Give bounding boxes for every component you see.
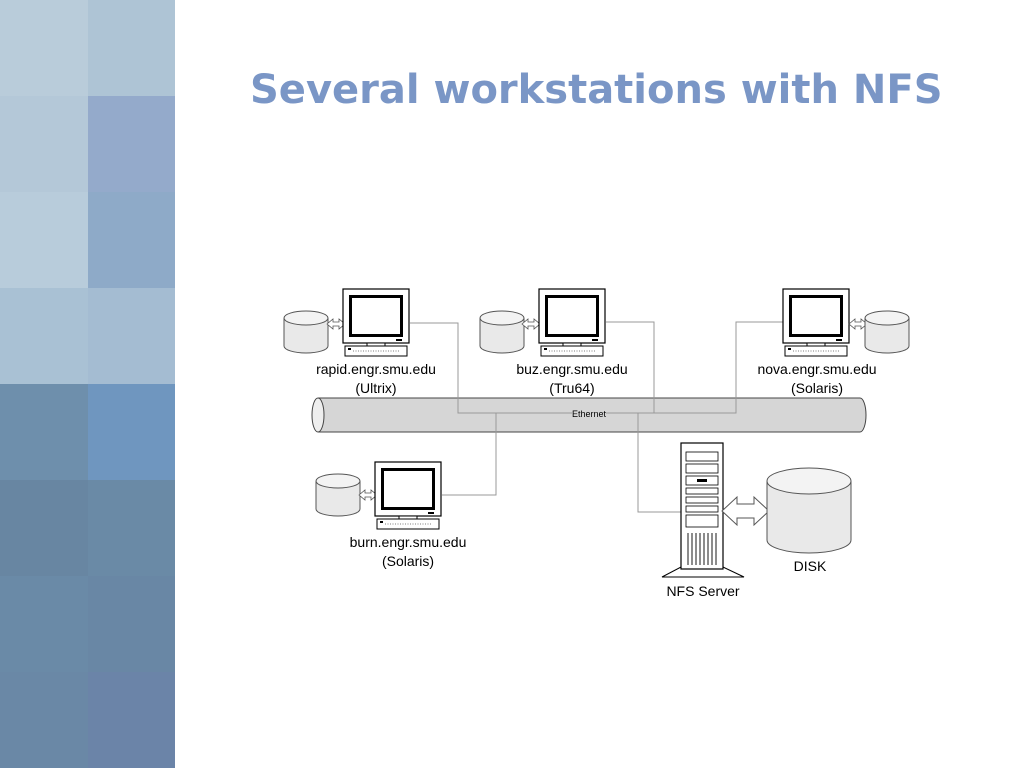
workstation-label-buz: buz.engr.smu.edu (Tru64) bbox=[500, 360, 644, 398]
connection-lines bbox=[410, 321, 783, 513]
sidebar-tile bbox=[88, 480, 175, 576]
workstation-label-rapid: rapid.engr.smu.edu (Ultrix) bbox=[302, 360, 450, 398]
double-arrow-icon bbox=[521, 318, 541, 330]
sidebar-decoration bbox=[0, 0, 175, 768]
sidebar-tile bbox=[88, 576, 175, 672]
workstation-nova bbox=[782, 288, 910, 357]
sidebar-tile bbox=[88, 192, 175, 288]
ethernet-label: Ethernet bbox=[572, 409, 607, 419]
sidebar-tile bbox=[88, 288, 175, 384]
double-arrow-icon bbox=[848, 318, 868, 330]
double-arrow-icon bbox=[358, 489, 378, 501]
sidebar-tile bbox=[88, 96, 175, 192]
sidebar-tile bbox=[0, 192, 88, 288]
desktop-computer-icon bbox=[782, 288, 850, 357]
sidebar-tile bbox=[0, 384, 88, 480]
workstation-buz bbox=[479, 288, 606, 357]
os-name: (Tru64) bbox=[549, 380, 595, 396]
sidebar-tile bbox=[88, 672, 175, 768]
os-name: (Ultrix) bbox=[355, 380, 397, 396]
workstation-label-nova: nova.engr.smu.edu (Solaris) bbox=[743, 360, 891, 398]
ethernet-bus: Ethernet bbox=[311, 397, 867, 433]
link-rapid bbox=[410, 322, 572, 414]
link-buz bbox=[606, 321, 655, 414]
sidebar-tile bbox=[0, 672, 88, 768]
disk-cylinder-icon bbox=[864, 310, 910, 354]
disk-cylinder-icon bbox=[315, 473, 361, 517]
disk-label: DISK bbox=[793, 558, 827, 574]
hostname: nova.engr.smu.edu bbox=[757, 361, 877, 377]
disk-cylinder-icon bbox=[479, 310, 525, 354]
double-arrow-icon bbox=[326, 318, 346, 330]
workstation-rapid bbox=[283, 288, 410, 357]
workstation-burn bbox=[315, 461, 442, 530]
slide-title: Several workstations with NFS bbox=[250, 67, 943, 113]
sidebar-tile bbox=[0, 480, 88, 576]
double-arrow-icon bbox=[721, 495, 770, 527]
sidebar-tile bbox=[0, 0, 88, 96]
desktop-computer-icon bbox=[538, 288, 606, 357]
sidebar-tile bbox=[0, 288, 88, 384]
disk-cylinder-icon bbox=[766, 467, 852, 554]
server-label: NFS Server bbox=[666, 583, 740, 599]
desktop-computer-icon bbox=[342, 288, 410, 357]
hostname: burn.engr.smu.edu bbox=[349, 534, 467, 550]
tower-server-icon bbox=[661, 442, 745, 578]
workstation-label-burn: burn.engr.smu.edu (Solaris) bbox=[334, 533, 482, 571]
sidebar-tile bbox=[0, 96, 88, 192]
sidebar-tile bbox=[0, 576, 88, 672]
link-nova bbox=[654, 321, 783, 414]
link-server bbox=[637, 413, 681, 513]
os-name: (Solaris) bbox=[381, 553, 435, 569]
disk-cylinder-icon bbox=[283, 310, 329, 354]
hostname: rapid.engr.smu.edu bbox=[316, 361, 436, 377]
desktop-computer-icon bbox=[374, 461, 442, 530]
hostname: buz.engr.smu.edu bbox=[516, 361, 628, 377]
os-name: (Solaris) bbox=[790, 380, 844, 396]
link-burn bbox=[442, 413, 497, 496]
sidebar-tile bbox=[88, 0, 175, 96]
sidebar-tile bbox=[88, 384, 175, 480]
